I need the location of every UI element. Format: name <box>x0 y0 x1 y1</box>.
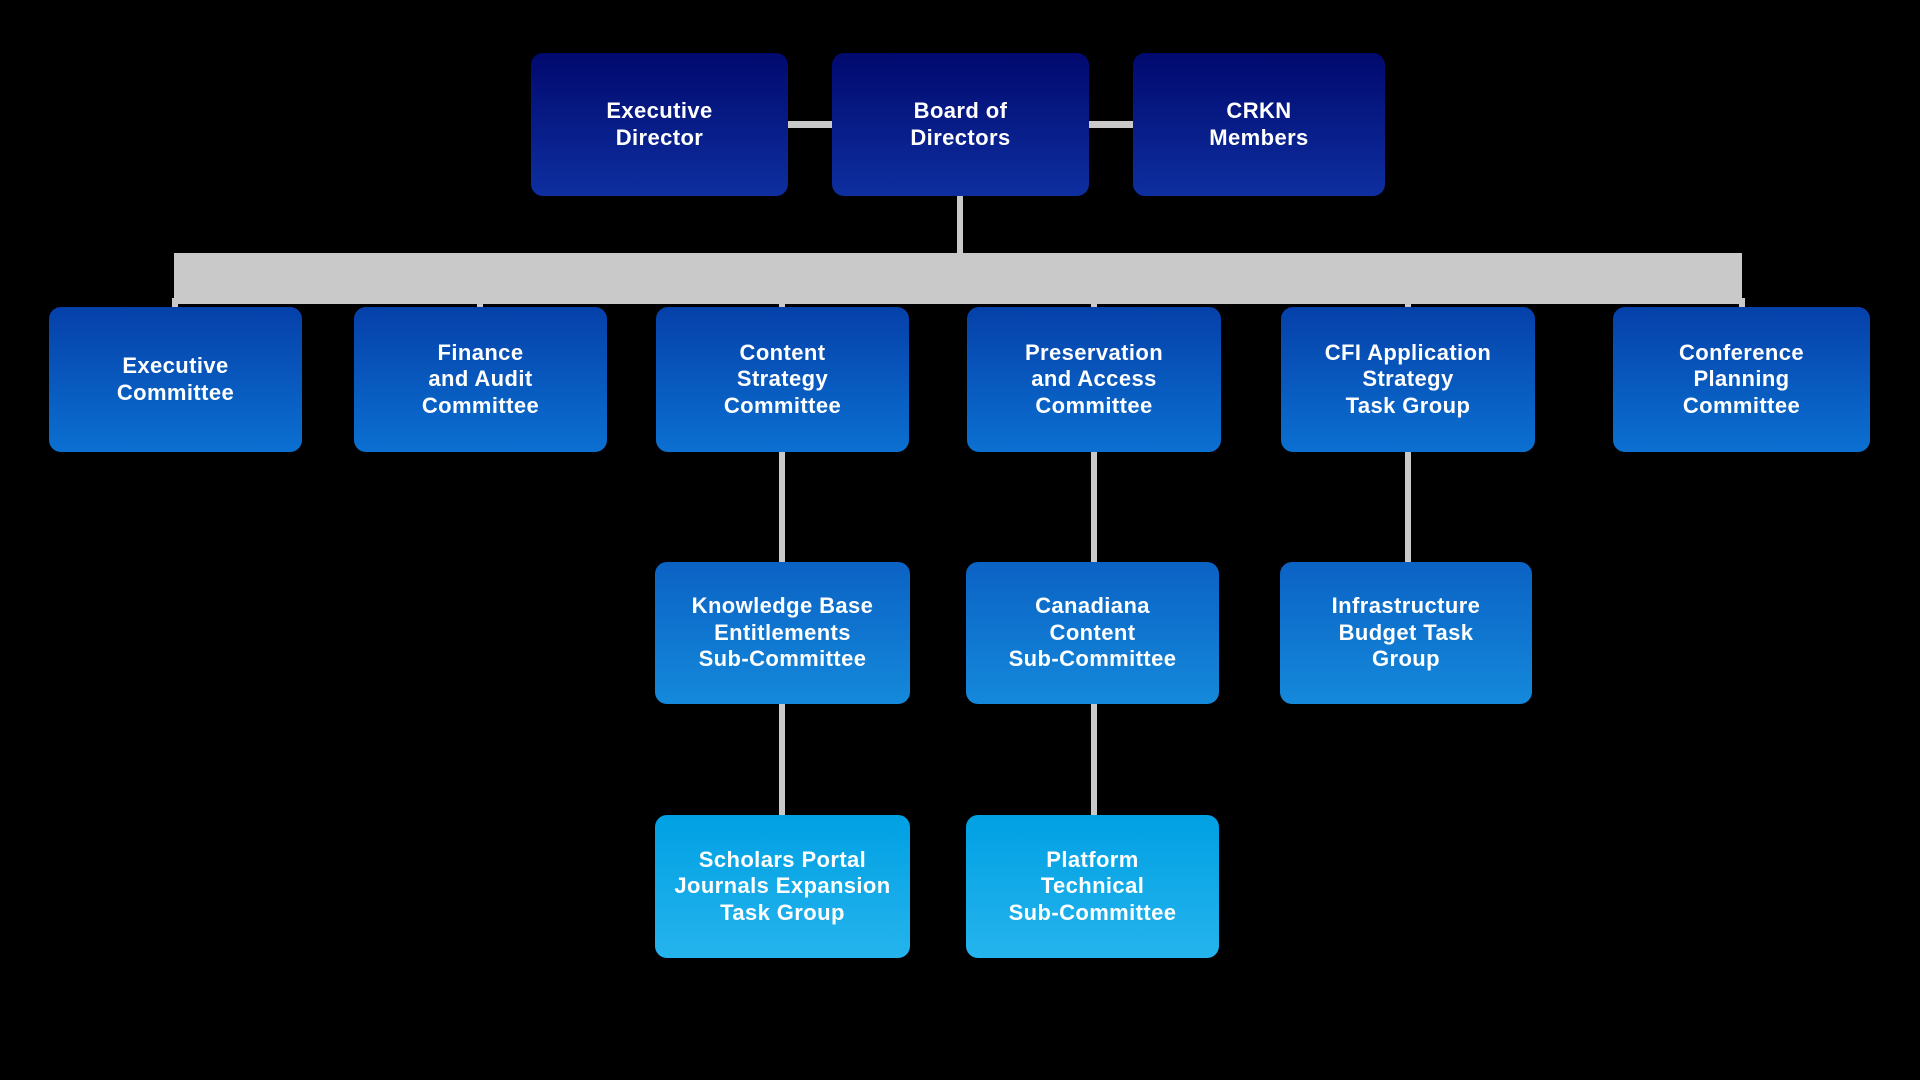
node-conference-planning-committee: Conference Planning Committee <box>1613 307 1870 452</box>
node-label: Scholars Portal Journals Expansion Task … <box>674 846 891 925</box>
connector-stub-cfi-application <box>1405 298 1411 307</box>
node-label: Content Strategy Committee <box>723 339 842 418</box>
node-label: CRKN Members <box>1209 98 1309 150</box>
node-label: Executive Director <box>606 98 713 150</box>
connector-knowledge-base-scholars-portal <box>779 704 785 815</box>
trunk-bar <box>174 253 1742 304</box>
node-infrastructure-budget-task-group: Infrastructure Budget Task Group <box>1280 562 1532 704</box>
node-label: Conference Planning Committee <box>1678 339 1805 418</box>
connector-board-to-trunk <box>957 196 963 253</box>
node-board-of-directors: Board of Directors <box>832 53 1089 196</box>
node-crkn-members: CRKN Members <box>1133 53 1385 196</box>
node-label: Infrastructure Budget Task Group <box>1331 593 1481 672</box>
node-label: Board of Directors <box>910 98 1011 150</box>
node-scholars-portal-journals-expansion-task-group: Scholars Portal Journals Expansion Task … <box>655 815 910 958</box>
connector-executive-director-board <box>788 121 832 128</box>
node-content-strategy-committee: Content Strategy Committee <box>656 307 909 452</box>
node-cfi-application-strategy-task-group: CFI Application Strategy Task Group <box>1281 307 1535 452</box>
connector-canadiana-platform <box>1091 704 1097 815</box>
node-executive-director: Executive Director <box>531 53 788 196</box>
connector-stub-finance-audit <box>477 298 483 307</box>
connector-cfi-infrastructure <box>1405 452 1411 562</box>
node-executive-committee: Executive Committee <box>49 307 302 452</box>
connector-stub-conference-planning <box>1739 298 1745 307</box>
node-label: Canadiana Content Sub-Committee <box>1008 593 1177 672</box>
node-finance-and-audit-committee: Finance and Audit Committee <box>354 307 607 452</box>
connector-stub-executive-committee <box>172 298 178 307</box>
node-label: Executive Committee <box>116 353 235 405</box>
node-label: Preservation and Access Committee <box>1024 339 1164 418</box>
node-label: Finance and Audit Committee <box>421 339 540 418</box>
node-canadiana-content-sub-committee: Canadiana Content Sub-Committee <box>966 562 1219 704</box>
connector-content-strategy-knowledge-base <box>779 452 785 562</box>
connector-board-crkn-members <box>1089 121 1133 128</box>
connector-preservation-canadiana <box>1091 452 1097 562</box>
node-label: Knowledge Base Entitlements Sub-Committe… <box>691 593 874 672</box>
node-knowledge-base-entitlements-sub-committee: Knowledge Base Entitlements Sub-Committe… <box>655 562 910 704</box>
connector-stub-preservation-access <box>1091 298 1097 307</box>
connector-stub-content-strategy <box>779 298 785 307</box>
node-label: Platform Technical Sub-Committee <box>1008 846 1177 925</box>
node-preservation-and-access-committee: Preservation and Access Committee <box>967 307 1221 452</box>
node-label: CFI Application Strategy Task Group <box>1324 339 1492 418</box>
node-platform-technical-sub-committee: Platform Technical Sub-Committee <box>966 815 1219 958</box>
